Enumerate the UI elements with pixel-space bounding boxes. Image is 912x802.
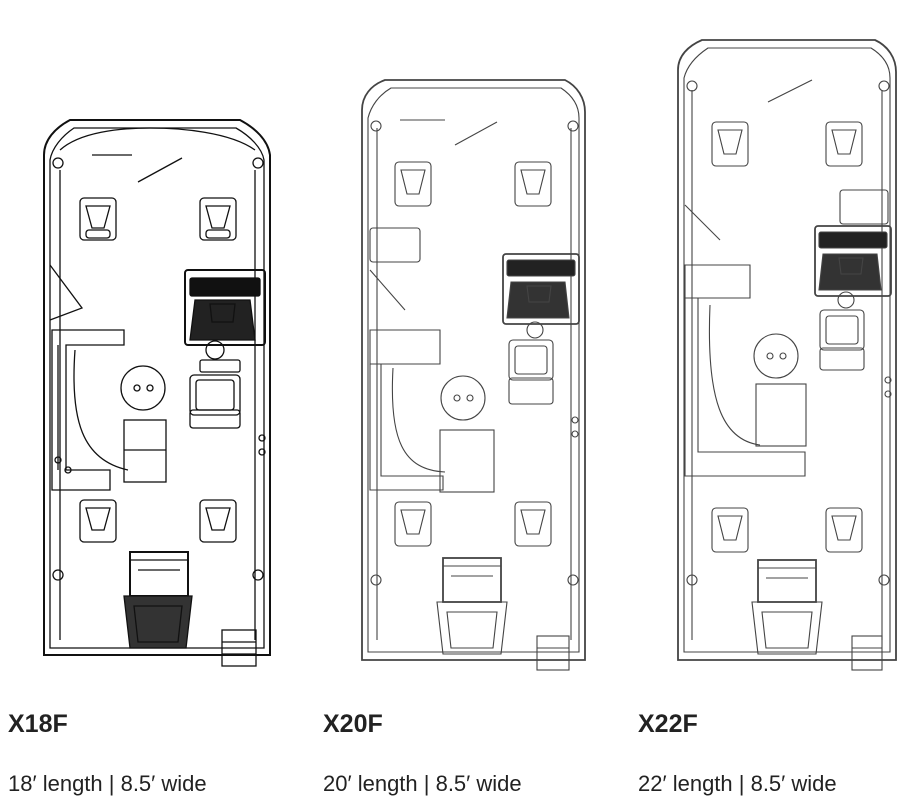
seat-front-right (514, 161, 552, 207)
helm-seat (508, 339, 554, 405)
model-dimensions-x18f: 18′ length | 8.5′ wide (8, 771, 207, 796)
model-dimensions-x20f: 20′ length | 8.5′ wide (323, 771, 522, 796)
seat-front-right (199, 197, 237, 241)
floorplan-x18f-diagram (43, 119, 271, 667)
helm-console (814, 225, 892, 309)
seat-rear-left (394, 501, 432, 547)
model-dimensions-x22f: 22′ length | 8.5′ wide (638, 771, 837, 796)
rear-platform (123, 551, 193, 649)
seat-front-left (79, 197, 117, 241)
floorplan-x22f-diagram (677, 39, 897, 671)
hull-outline (361, 79, 586, 661)
hull-outline (677, 39, 897, 661)
floorplan-x20f-diagram (361, 79, 586, 671)
table (120, 365, 166, 411)
seat-rear-right (825, 507, 863, 553)
boarding-ladder (221, 629, 257, 667)
seat-rear-right (199, 499, 237, 543)
hull-outline (43, 119, 271, 656)
boarding-ladder (536, 635, 570, 671)
seat-rear-left (711, 507, 749, 553)
lounge-seating (369, 329, 495, 493)
seat-front-left (394, 161, 432, 207)
table (753, 333, 799, 379)
lounge-seating (684, 264, 807, 477)
lounge-seating (51, 329, 167, 491)
boarding-ladder (851, 635, 883, 671)
rear-platform (751, 559, 823, 655)
seat-front-right (825, 121, 863, 167)
helm-seat (819, 309, 865, 371)
model-name-x20f: X20F (323, 710, 383, 738)
helm-console (184, 269, 266, 373)
seat-rear-right (514, 501, 552, 547)
model-name-x18f: X18F (8, 710, 68, 738)
seat-rear-left (79, 499, 117, 543)
model-card-x22f: X22F 22′ length | 8.5′ wide (630, 0, 912, 802)
seat-front-left (711, 121, 749, 167)
helm-console (502, 253, 580, 339)
model-card-x20f: X20F 20′ length | 8.5′ wide (315, 0, 615, 802)
model-card-x18f: X18F 18′ length | 8.5′ wide (0, 0, 300, 802)
model-name-x22f: X22F (638, 710, 698, 738)
rear-platform (436, 557, 508, 655)
helm-seat (189, 374, 241, 429)
table (440, 375, 486, 421)
